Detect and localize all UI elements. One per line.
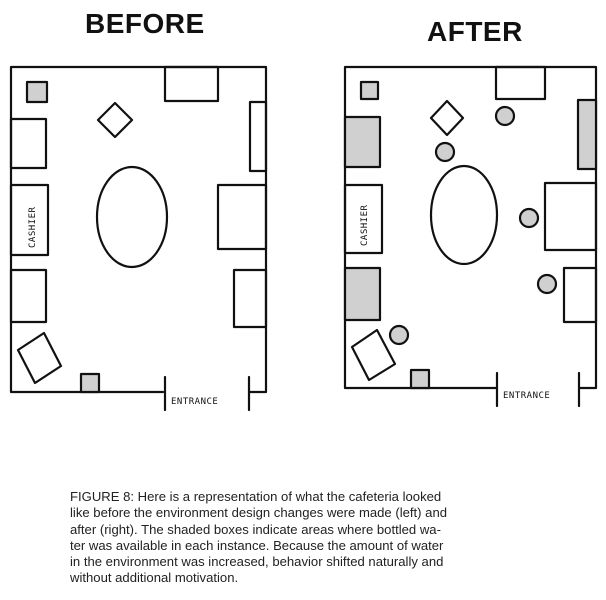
- after-entrance-label: ENTRANCE: [503, 391, 550, 401]
- after-oval-table: [429, 164, 499, 266]
- before-slanted-table: [16, 331, 63, 385]
- after-water-shelf-left: [343, 115, 382, 169]
- after-water-box: [359, 80, 380, 101]
- after-right-box-mid: [543, 181, 598, 252]
- after-water-cooler-5: [388, 324, 410, 346]
- caption-line: without additional motivation.: [70, 570, 239, 586]
- before-cashier-box: [9, 183, 50, 257]
- after-water-cooler-2: [434, 141, 456, 163]
- caption-line: after (right). The shaded boxes indicate…: [70, 521, 441, 537]
- before-floor-plan: [9, 65, 268, 412]
- after-cashier-label: CASHIER: [360, 204, 370, 246]
- after-right-box-low: [562, 266, 598, 324]
- caption-line: ter was available in each instance. Beca…: [70, 537, 444, 553]
- after-outer-wall: [343, 65, 598, 390]
- before-cashier-label: CASHIER: [28, 206, 38, 248]
- before-oval-table: [95, 165, 169, 269]
- before-water-box: [25, 80, 49, 104]
- after-counter-top: [494, 65, 547, 101]
- caption-line: like before the environment design chang…: [70, 505, 448, 521]
- after-water-shelf-low: [343, 266, 382, 322]
- caption-line: FIGURE 8: Here is a representation of wh…: [70, 489, 442, 504]
- after-title: AFTER: [427, 16, 523, 47]
- before-entrance-label: ENTRANCE: [171, 397, 218, 407]
- before-title: BEFORE: [85, 8, 205, 39]
- before-left-box-1: [9, 117, 48, 170]
- after-water-cooler-4: [536, 273, 558, 295]
- after-floor-plan: [343, 65, 598, 408]
- after-slanted-table: [350, 328, 397, 382]
- after-water-cooler-3: [518, 207, 540, 229]
- figure-caption: FIGURE 8: Here is a representation of wh…: [70, 489, 550, 587]
- before-water-box-bottom: [79, 372, 101, 394]
- before-diamond-table: [96, 101, 134, 139]
- after-water-shelf-right: [576, 98, 598, 171]
- after-water-box-bottom: [409, 368, 431, 390]
- before-counter-top: [163, 65, 220, 103]
- before-left-box-2: [9, 268, 48, 324]
- before-outer-wall: [9, 65, 268, 394]
- before-right-box-top: [248, 100, 268, 173]
- caption-line: in the environment was increased, behavi…: [70, 554, 444, 570]
- before-right-box-mid: [216, 183, 268, 251]
- after-diamond-table: [429, 99, 465, 137]
- after-cashier-box: [343, 183, 384, 255]
- after-water-cooler-1: [494, 105, 516, 127]
- before-right-box-low: [232, 268, 268, 329]
